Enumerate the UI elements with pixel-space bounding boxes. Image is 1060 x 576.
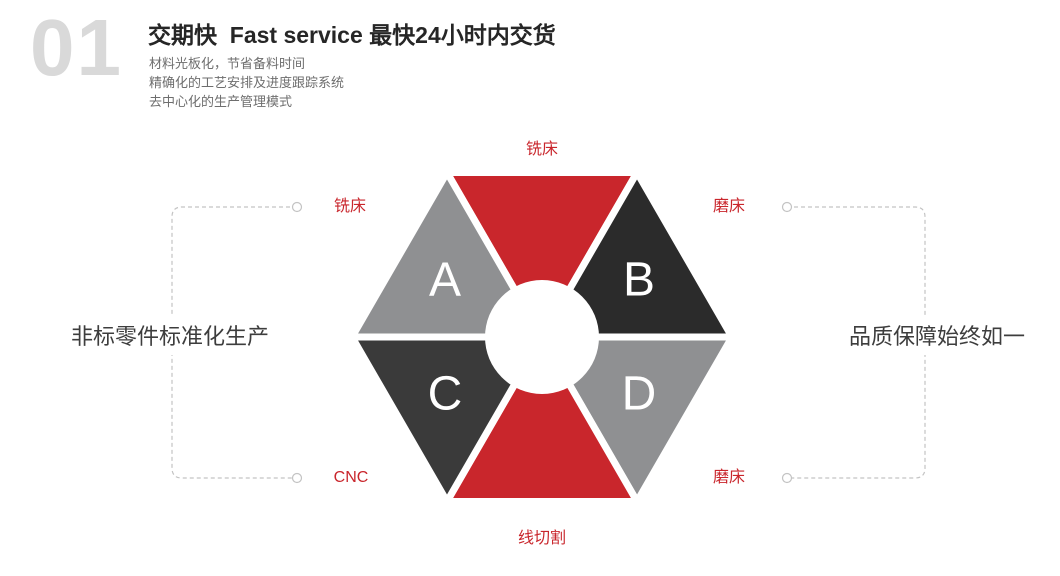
right-bottom-connector-dot <box>781 472 793 484</box>
label-left-top: 铣床 <box>333 198 367 215</box>
left-top-connector-dot <box>291 201 303 213</box>
hexagon-center-circle <box>485 280 599 394</box>
feature-point: 去中心化的生产管理模式 <box>149 94 293 109</box>
feature-point: 精确化的工艺安排及进度跟踪系统 <box>149 75 345 90</box>
segment-letter-b: B <box>623 254 655 307</box>
label-right-bottom: 磨床 <box>712 469 746 486</box>
right-side-statement: 品质保障始终如一 <box>840 315 1034 355</box>
label-left-bottom: CNC <box>333 469 369 486</box>
segment-letter-c: C <box>428 368 463 421</box>
label-top: 铣床 <box>525 141 559 158</box>
left-side-statement: 非标零件标准化生产 <box>62 315 278 355</box>
label-bottom: 线切割 <box>517 530 567 547</box>
section-title: 交期快 Fast service 最快24小时内交货 <box>148 22 556 48</box>
section-number: 01 <box>30 3 123 92</box>
hexagon-segment-upper-left <box>348 169 546 341</box>
feature-point: 材料光板化，节省备料时间 <box>149 56 306 71</box>
segment-letter-d: D <box>622 368 657 421</box>
label-right-top: 磨床 <box>712 198 746 215</box>
segment-letter-a: A <box>429 254 461 307</box>
left-connector-line <box>171 206 297 479</box>
right-top-connector-dot <box>781 201 793 213</box>
feature-points: 材料光板化，节省备料时间 精确化的工艺安排及进度跟踪系统 去中心化的生产管理模式 <box>149 54 344 111</box>
left-bottom-connector-dot <box>291 472 303 484</box>
